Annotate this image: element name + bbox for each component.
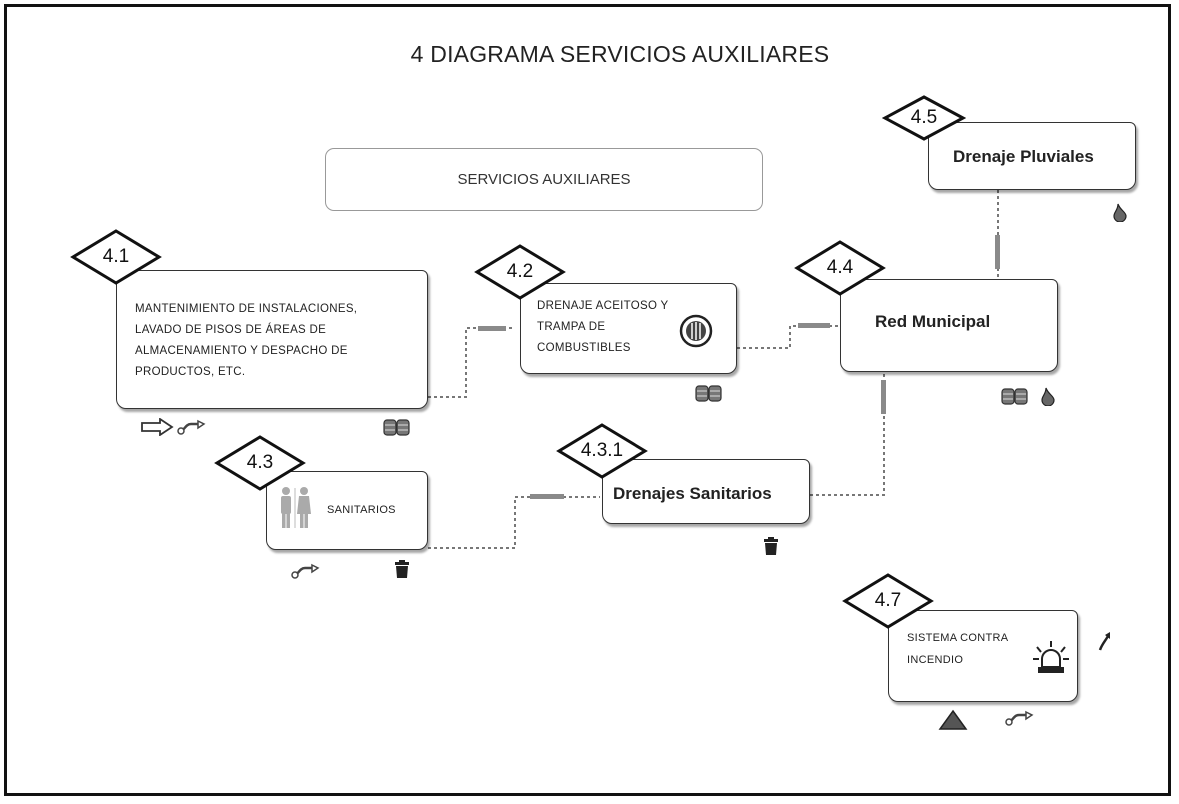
hose-icon <box>1005 710 1034 726</box>
connector-431-44 <box>810 373 885 496</box>
node-4-7-text: SISTEMA CONTRA INCENDIO <box>907 627 1008 671</box>
badge-4-5 <box>882 95 966 141</box>
line: MANTENIMIENTO DE INSTALACIONES, <box>135 303 358 315</box>
badge-4-2 <box>474 244 566 300</box>
badge-4-3 <box>214 435 306 491</box>
node-4-3-1: Drenajes Sanitarios <box>602 459 810 524</box>
badge-4-1-label: 4.1 <box>102 246 130 267</box>
node-4-1-text: MANTENIMIENTO DE INSTALACIONES, LAVADO D… <box>135 299 417 383</box>
arrow-45-44 <box>995 235 1000 269</box>
node-4-2-text: DRENAJE ACEITOSO Y TRAMPA DE COMBUSTIBLE… <box>537 296 669 359</box>
connector-42-44 <box>737 325 838 349</box>
line: INCENDIO <box>907 654 964 666</box>
curved-arrow-icon <box>1098 632 1110 651</box>
node-4-3-1-label: Drenajes Sanitarios <box>613 484 772 503</box>
node-4-4: Red Municipal <box>840 279 1058 372</box>
arrow-43-431 <box>530 494 564 499</box>
node-4-5: Drenaje Pluviales <box>928 122 1136 190</box>
hose-icon <box>177 419 206 435</box>
arrow-41-42 <box>478 326 506 331</box>
badge-4-7 <box>842 573 934 629</box>
header-box: SERVICIOS AUXILIARES <box>325 148 763 211</box>
coins-icon <box>695 385 722 402</box>
line: LAVADO DE PISOS DE ÁREAS DE <box>135 324 327 336</box>
badge-4-4-label: 4.4 <box>826 257 854 278</box>
arrow-431-44 <box>881 380 886 414</box>
oil-trap-icon <box>679 314 713 348</box>
coins-icon <box>1001 388 1028 405</box>
warning-triangle-icon <box>938 709 968 730</box>
siren-icon <box>1033 641 1069 673</box>
badge-4-2-label-wrap: 4.2 <box>474 243 566 301</box>
people-icon <box>281 487 311 528</box>
node-4-7: SISTEMA CONTRA INCENDIO <box>888 610 1078 702</box>
node-4-5-label: Drenaje Pluviales <box>953 147 1094 166</box>
trash-icon <box>764 537 778 555</box>
drop-icon <box>1041 387 1055 406</box>
drop-icon <box>1113 203 1127 222</box>
line: COMBUSTIBLES <box>537 342 631 354</box>
line: DRENAJE ACEITOSO Y <box>537 300 669 312</box>
badge-4-1-label-wrap: 4.1 <box>70 228 162 286</box>
badge-4-1 <box>70 229 162 285</box>
badge-4-4 <box>794 240 886 296</box>
diagram-title: 4 DIAGRAMA SERVICIOS AUXILIARES <box>410 41 830 67</box>
connector-43-431 <box>428 496 600 549</box>
line: ALMACENAMIENTO Y DESPACHO DE <box>135 345 348 357</box>
line: SISTEMA CONTRA <box>907 632 1009 644</box>
badge-4-7-label-wrap: 4.7 <box>842 572 934 630</box>
badge-4-7-label: 4.7 <box>874 590 902 611</box>
node-4-4-label: Red Municipal <box>875 312 991 331</box>
badge-4-3-label-wrap: 4.3 <box>214 434 306 492</box>
badge-4-4-label-wrap: 4.4 <box>794 239 886 297</box>
badge-4-5-label-wrap: 4.5 <box>882 94 966 142</box>
badge-4-3-1-label-wrap: 4.3.1 <box>556 422 648 480</box>
header-label: SERVICIOS AUXILIARES <box>457 171 631 188</box>
hose-icon <box>291 563 320 579</box>
connector-41-42 <box>428 327 515 398</box>
node-4-1: MANTENIMIENTO DE INSTALACIONES, LAVADO D… <box>116 270 428 409</box>
badge-4-2-label: 4.2 <box>506 261 534 282</box>
trash-icon <box>395 560 409 578</box>
node-4-3-label: SANITARIOS <box>327 504 396 516</box>
line: TRAMPA DE <box>537 321 606 333</box>
arrow-42-44 <box>798 323 830 328</box>
arrow-outline-icon <box>141 418 174 436</box>
badge-4-3-1 <box>556 423 648 479</box>
badge-4-3-1-label: 4.3.1 <box>580 440 624 461</box>
badge-4-5-label: 4.5 <box>910 107 938 128</box>
line: PRODUCTOS, ETC. <box>135 366 246 378</box>
node-4-2: DRENAJE ACEITOSO Y TRAMPA DE COMBUSTIBLE… <box>520 283 737 374</box>
coins-icon <box>383 419 410 436</box>
node-4-3: SANITARIOS <box>266 471 428 550</box>
badge-4-3-label: 4.3 <box>246 452 274 473</box>
